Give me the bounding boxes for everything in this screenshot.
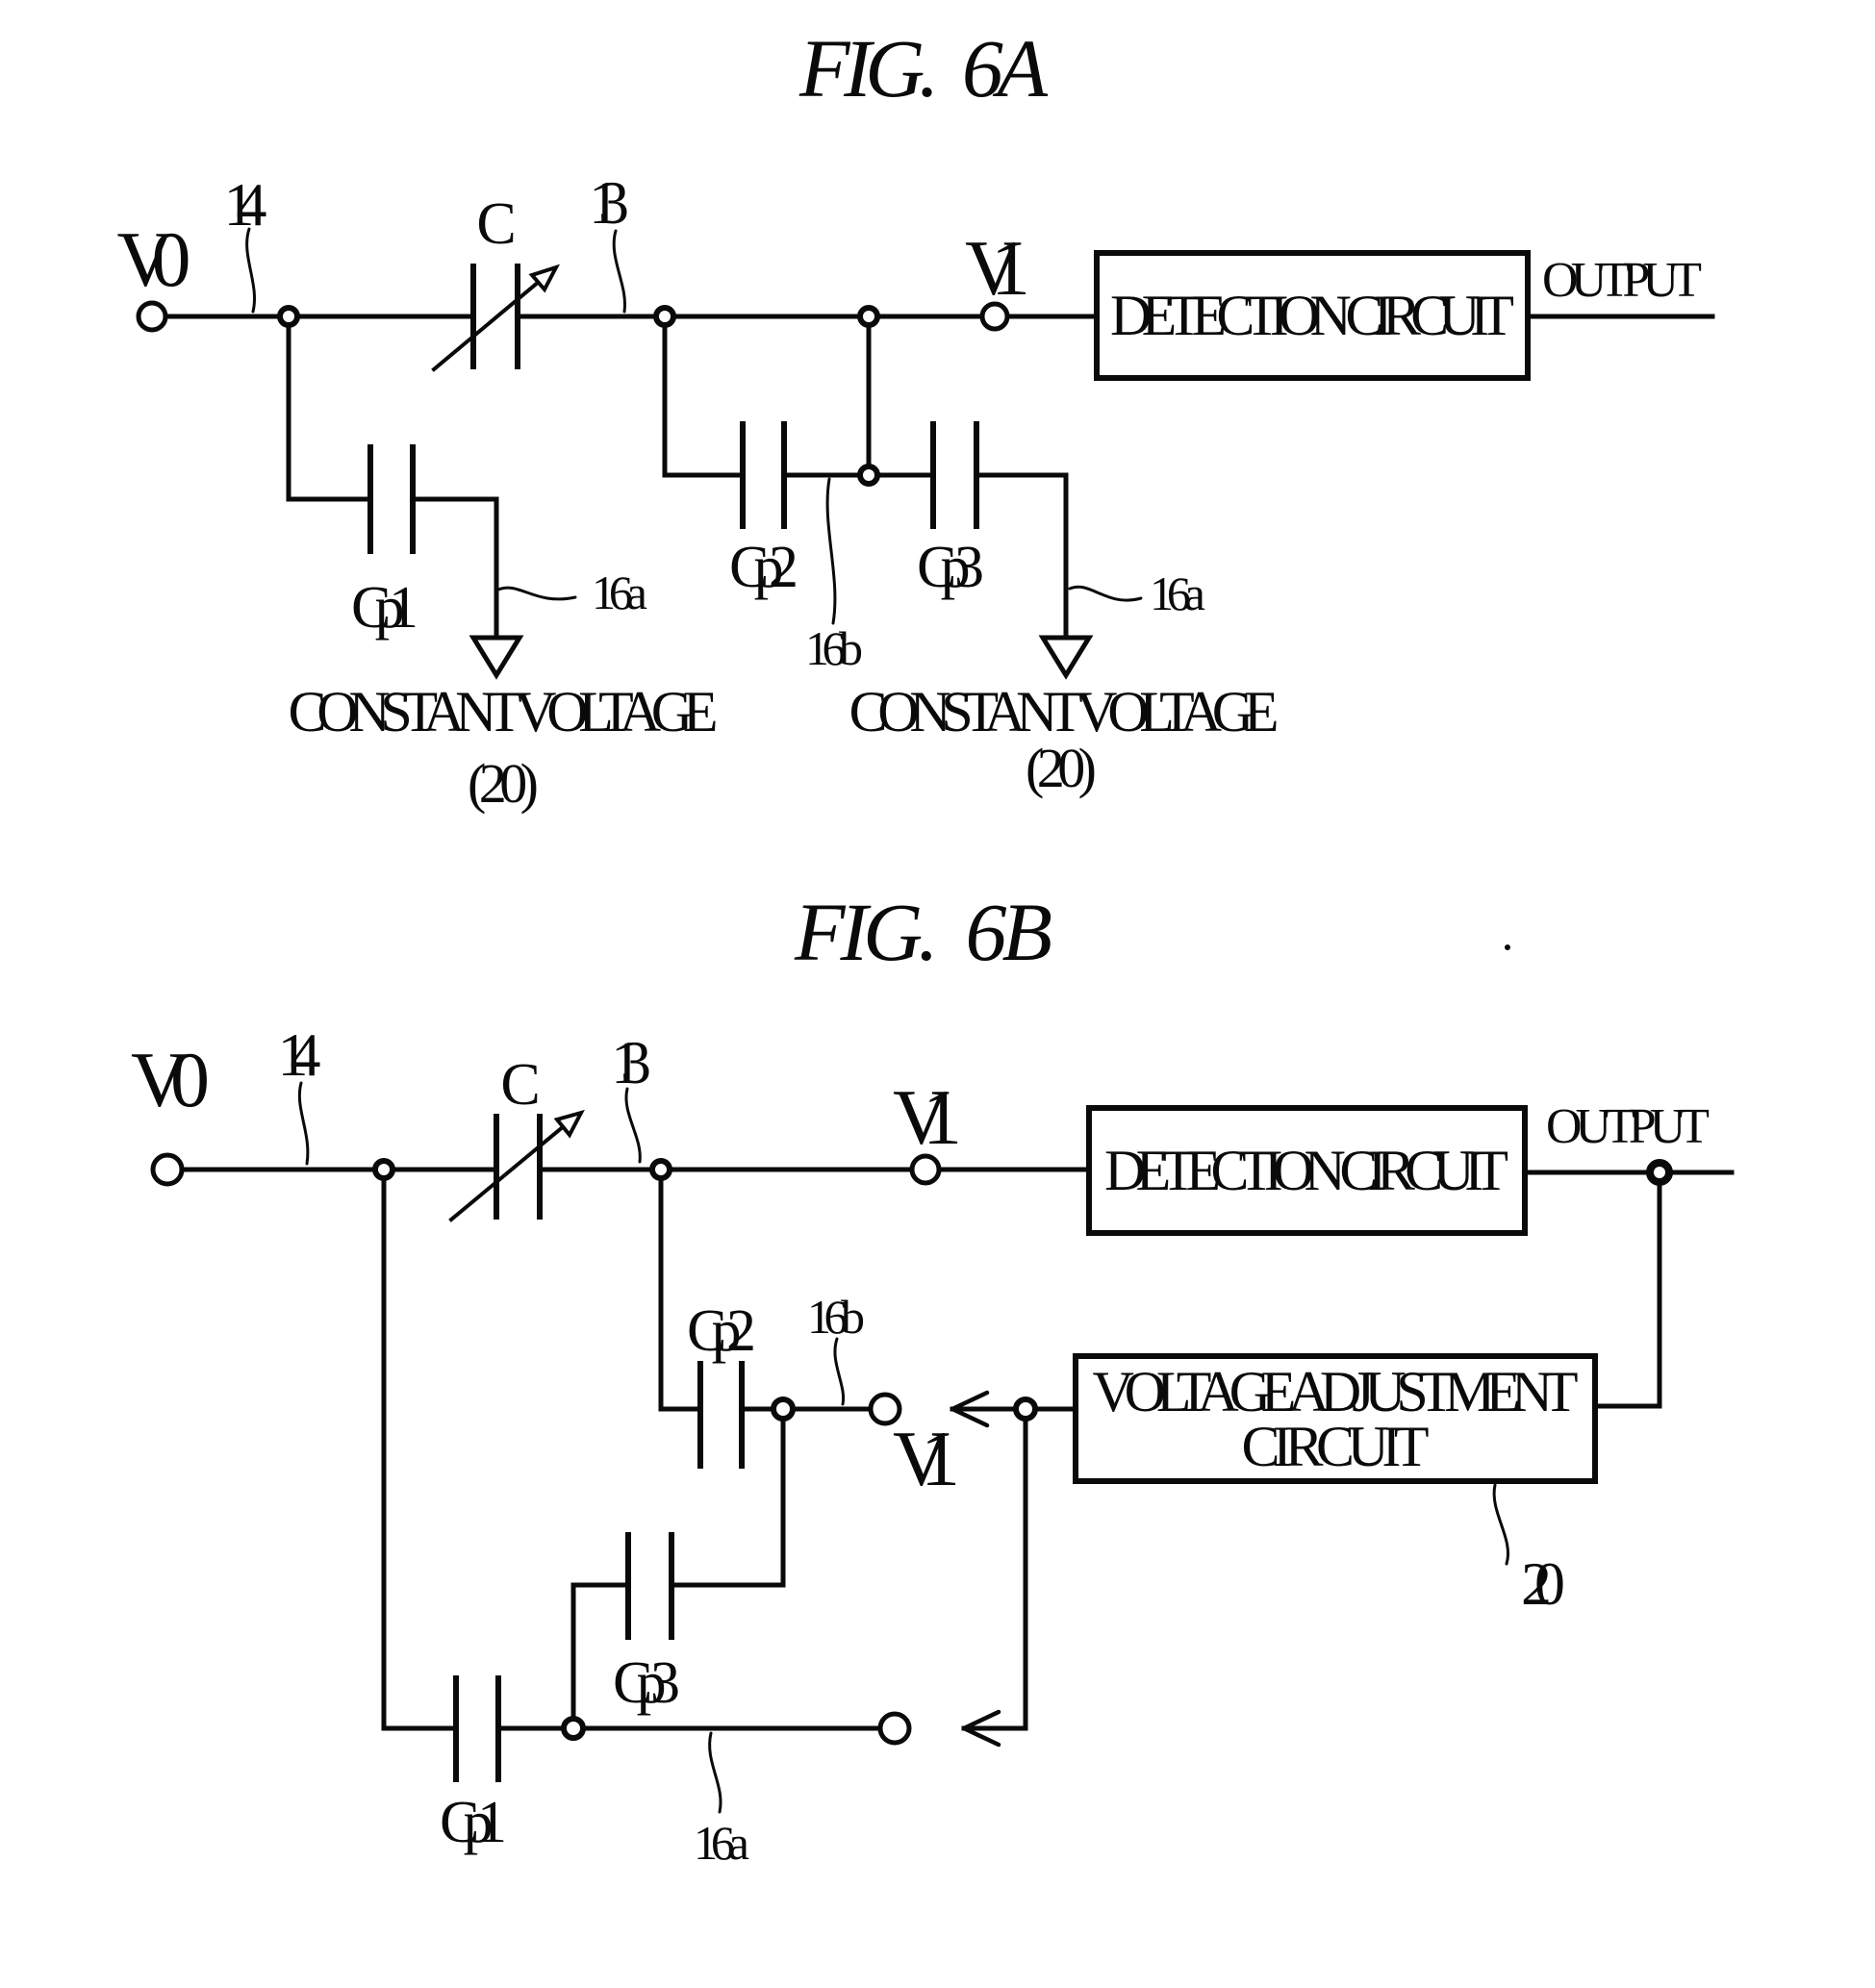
fig6a-constant-voltage-left-label: CONSTANT VOLTAGE [289, 680, 719, 743]
figure-6b: FIG. 6B C Cp2 Cp3 [131, 886, 1735, 1870]
fig6b-v0-label: V0 [131, 1036, 210, 1123]
fig6b-detection-circuit-box [1086, 1105, 1528, 1236]
fig6b-cp1-branch-wire [381, 1175, 883, 1731]
fig6a-ref16a-left-label: 16a [592, 566, 647, 619]
figure-6a: FIG. 6A C Cp1 Cp2 Cp3 [117, 22, 1715, 815]
fig6a-cp3-label: Cp3 [917, 535, 984, 600]
fig6a-ref16a-right-leader [1068, 585, 1143, 602]
fig6b-ref13-label: 13 [611, 1028, 651, 1096]
fig6a-detection-circuit-label: DETECTION CIRCUIT [1110, 284, 1514, 347]
fig6a-ref13-label: 13 [589, 168, 629, 237]
fig6a-ref16a-right-label: 16a [1150, 566, 1205, 620]
fig6a-cp2-label: Cp2 [729, 535, 798, 600]
fig6b-output-node [1646, 1159, 1673, 1186]
fig6b-node-13 [649, 1158, 672, 1181]
fig6b-cp2-plates [697, 1361, 745, 1469]
fig6b-ref14-leader [297, 1081, 310, 1166]
fig6a-cap-c-arrowhead-icon [528, 264, 561, 293]
fig6a-node-14 [277, 305, 300, 328]
fig6b-cp1-label: Cp1 [440, 1790, 507, 1855]
fig6a-cp2-plates [740, 421, 787, 529]
fig6b-detection-circuit-label: DETECTION CIRCUIT [1104, 1139, 1508, 1202]
fig6b-v0-terminal [150, 1152, 185, 1187]
fig6b-node-16a [561, 1716, 586, 1741]
fig6a-cp1-branch-wire [286, 318, 499, 641]
fig6a-cap-c-plates [470, 264, 520, 369]
fig6b-ref13-leader [624, 1087, 642, 1164]
fig6b-cp3-label: Cp3 [613, 1650, 680, 1716]
fig6b-v1-top-label: V1 [893, 1073, 962, 1161]
fig6a-node-16b [857, 464, 880, 487]
fig6b-cp3-branch-wire [570, 1416, 786, 1722]
fig6b-ref20-leader [1492, 1483, 1509, 1566]
fig6a-cp1-plates [367, 444, 416, 554]
fig6b-cp2-label: Cp2 [687, 1298, 756, 1364]
fig6b-v1-mid-label: V1 [893, 1415, 960, 1502]
fig6b-adjustment-node [1013, 1397, 1038, 1422]
fig6a-cp1-label: Cp1 [351, 575, 418, 641]
fig6b-cap-c-label: C [500, 1052, 540, 1118]
fig6b-left-arrow-upper-icon [950, 1390, 990, 1428]
fig6a-constant-voltage-terminal-right-icon [1038, 635, 1094, 680]
fig6a-ref16a-left-leader [496, 586, 577, 601]
fig6b-ref16a-leader [708, 1731, 722, 1814]
fig6a-constant-voltage-terminal-left-icon [469, 635, 524, 680]
fig6b-v1-terminal-mid [868, 1392, 902, 1426]
fig6b-ref16a-label: 16a [694, 1816, 749, 1870]
fig6a-ref14-label: 14 [224, 170, 267, 239]
fig6b-detection-circuit-block: DETECTION CIRCUIT [1086, 1105, 1528, 1236]
figure-6b-title: FIG. 6B [794, 886, 1052, 978]
fig6a-variable-capacitor-c: C [431, 191, 561, 372]
fig6b-cap-c-plates [494, 1114, 543, 1220]
fig6b-voltage-adjustment-block: VOLTAGE ADJUSTMENT CIRCUIT [1073, 1353, 1598, 1484]
fig6b-ref16b-label: 16b [807, 1290, 865, 1344]
fig6a-v0-label: V0 [117, 215, 191, 303]
fig6a-ref16b-leader [825, 477, 837, 625]
fig6a-detection-circuit-box [1094, 250, 1531, 381]
fig6b-ref14-label: 14 [278, 1020, 321, 1089]
fig6b-voltage-adjustment-box [1073, 1353, 1598, 1484]
fig6b-ref16b-leader [833, 1337, 846, 1406]
fig6a-v1-terminal [979, 301, 1010, 332]
fig6a-cp3-plates [930, 421, 979, 529]
fig6b-adjustment-output-lower-wire [961, 1416, 1028, 1731]
figure-6a-title: FIG. 6A [798, 22, 1048, 114]
fig6a-cap-c-arrow-shaft [431, 279, 542, 372]
fig6a-detection-circuit-block: DETECTION CIRCUIT [1094, 250, 1531, 381]
fig6b-cp3-plates [625, 1532, 674, 1640]
fig6a-node-c [857, 305, 880, 328]
fig6a-v1-label: V1 [965, 224, 1030, 312]
fig6a-cap-c-label: C [476, 191, 516, 257]
stray-mark [1505, 944, 1510, 950]
fig6a-constant-voltage-right-ref: (20) [1026, 737, 1097, 799]
fig6b-cap-c-arrow-shaft [448, 1123, 567, 1222]
fig6a-ref16b-label: 16b [805, 621, 863, 675]
fig6b-node-14 [372, 1158, 395, 1181]
fig6b-output-label: OUTPUT [1546, 1099, 1710, 1154]
fig6a-constant-voltage-left-ref: (20) [468, 752, 539, 815]
fig6b-voltage-adjustment-label-line1: VOLTAGE ADJUSTMENT [1093, 1360, 1579, 1423]
fig6b-cap-c-arrowhead-icon [553, 1109, 585, 1139]
fig6b-variable-capacitor-c: C [448, 1052, 585, 1222]
fig6a-constant-voltage-right-label: CONSTANT VOLTAGE [849, 680, 1280, 743]
fig6b-left-arrow-lower-icon [961, 1709, 1001, 1748]
fig6b-feedback-wire [1592, 1179, 1662, 1409]
fig6b-lower-terminal [877, 1711, 912, 1746]
fig6a-node-b [653, 305, 676, 328]
fig6b-v1-terminal-top [909, 1153, 942, 1186]
fig6a-v0-terminal [136, 300, 168, 333]
fig6b-cp2-branch-wire [658, 1175, 874, 1412]
fig6b-cp1-plates [453, 1675, 501, 1782]
fig6a-ref14-leader [245, 227, 256, 314]
fig6a-output-label: OUTPUT [1542, 253, 1702, 308]
fig6a-ref13-leader [612, 229, 627, 314]
fig6b-voltage-adjustment-label-line2: CIRCUIT [1242, 1415, 1430, 1478]
fig6b-node-16b [771, 1397, 796, 1422]
fig6b-ref20-label: 20 [1521, 1549, 1565, 1618]
